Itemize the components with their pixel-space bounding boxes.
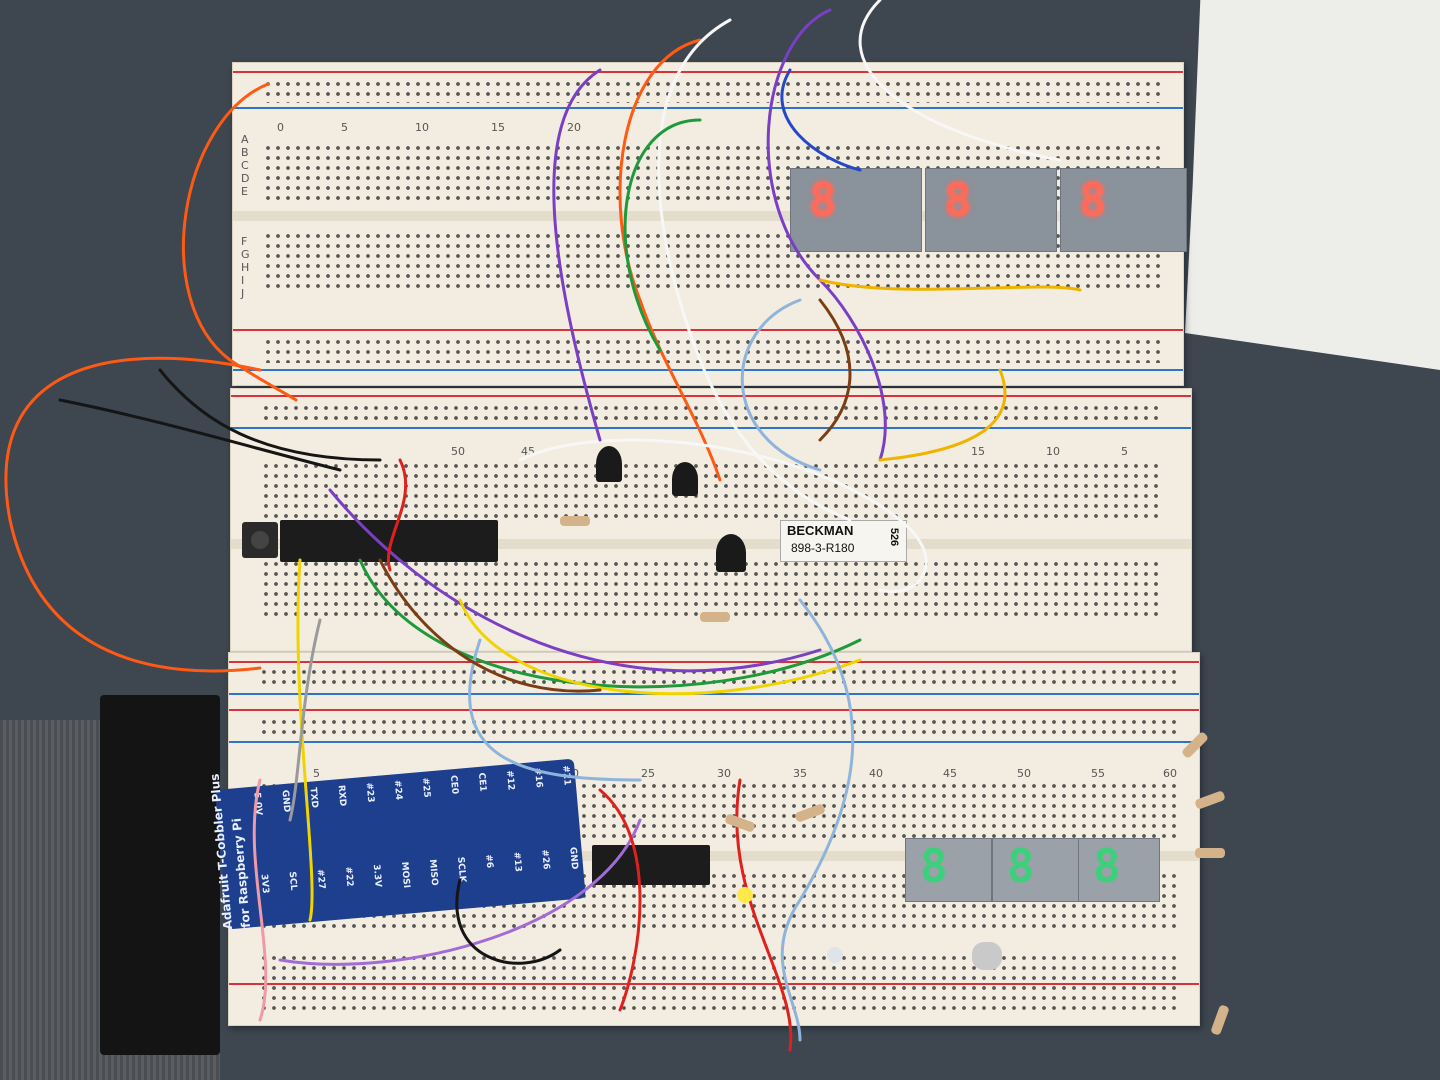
top-board-number-0: 0 [277,121,284,134]
black-wire-2 [158,368,382,462]
purple-wire-4 [278,818,642,966]
green-wire-2 [358,558,862,689]
mid-board-number-5: 5 [1121,445,1128,458]
orange-wire-2 [4,356,262,673]
paper-towel [1185,0,1440,370]
red-seven-segment-display-2: 8 [925,168,1057,252]
orange-wire-3 [618,38,722,482]
mid-board-number-50: 50 [451,445,465,458]
gpio-connector [100,695,220,1055]
white-wire-2 [858,0,1062,162]
black-wire-3 [455,878,562,965]
lightblue-wire-2 [468,638,642,782]
push-button [242,522,278,558]
purple-wire-2 [766,8,887,462]
bot-board-number-45: 45 [943,767,957,780]
black-wire-1 [58,398,342,472]
clear-led [827,947,843,963]
yellow-wire-3 [458,598,862,696]
bot-board-number-60: 60 [1163,767,1177,780]
top-board-number-10: 10 [415,121,429,134]
green-digit-1: 8 [920,839,948,893]
resistor-2 [1195,791,1225,809]
photoresistor [972,942,1002,970]
bot-board-number-25: 25 [641,767,655,780]
resistors [560,516,1229,1035]
transistor-1 [596,446,622,482]
top-board-number-20: 20 [567,121,581,134]
red-wire-2 [598,788,642,1012]
bot-board-number-30: 30 [717,767,731,780]
green-wire-1 [623,118,702,352]
bot-board-number-50: 50 [1017,767,1031,780]
top-board-number-5: 5 [341,121,348,134]
bot-board-number-5: 5 [313,767,320,780]
yellow-led [737,887,753,903]
red-seven-segment-display-3: 8 [1060,168,1187,252]
mid-board-number-10: 10 [1046,445,1060,458]
transistor-2 [672,462,698,496]
white-wire-1 [657,18,852,522]
resistor-8 [560,516,590,526]
blue-wire-1 [780,68,862,172]
red-digit-2: 8 [944,173,972,227]
transistor-3 [716,534,746,572]
red-digit-3: 8 [1079,173,1107,227]
yellow-wire-2 [878,368,1007,462]
grey-wire-1 [288,618,322,822]
green-seven-segment-display-3: 8 [1078,838,1160,902]
resistor-7 [795,804,825,822]
brown-wire-1 [818,298,852,442]
bot-board-number-40: 40 [869,767,883,780]
lightblue-wire-3 [780,598,855,1042]
purple-wire-3 [328,488,822,673]
yellow-wire-4 [296,558,314,922]
green-digit-3: 8 [1093,839,1121,893]
orange-wire-1 [181,82,298,402]
pink-wire-1 [252,778,268,1022]
red-wire-1 [386,458,408,572]
yellow-wire-1 [818,278,1082,292]
resistor-network: BECKMAN 898-3-R180 526 [780,520,907,562]
mid-board-number-15: 15 [971,445,985,458]
purple-wire-1 [552,68,602,442]
resistor-4 [1211,1005,1229,1035]
green-digit-2: 8 [1007,839,1035,893]
red-digit-1: 8 [809,173,837,227]
resistor-1 [1182,732,1208,758]
resnet-part: 898-3-R180 [791,541,855,555]
lightblue-wire-1 [740,298,822,472]
resistor-5 [700,612,730,622]
green-seven-segment-display-2: 8 [992,838,1079,902]
top-board-number-15: 15 [491,121,505,134]
bot-board-number-55: 55 [1091,767,1105,780]
green-seven-segment-display-1: 8 [905,838,992,902]
resnet-brand: BECKMAN [787,523,854,538]
bot-board-number-35: 35 [793,767,807,780]
red-seven-segment-display-1: 8 [790,168,922,252]
resistor-3 [1195,848,1225,858]
brown-wire-2 [378,558,602,693]
white-wire-3 [518,438,928,593]
resistor-6 [725,814,755,832]
